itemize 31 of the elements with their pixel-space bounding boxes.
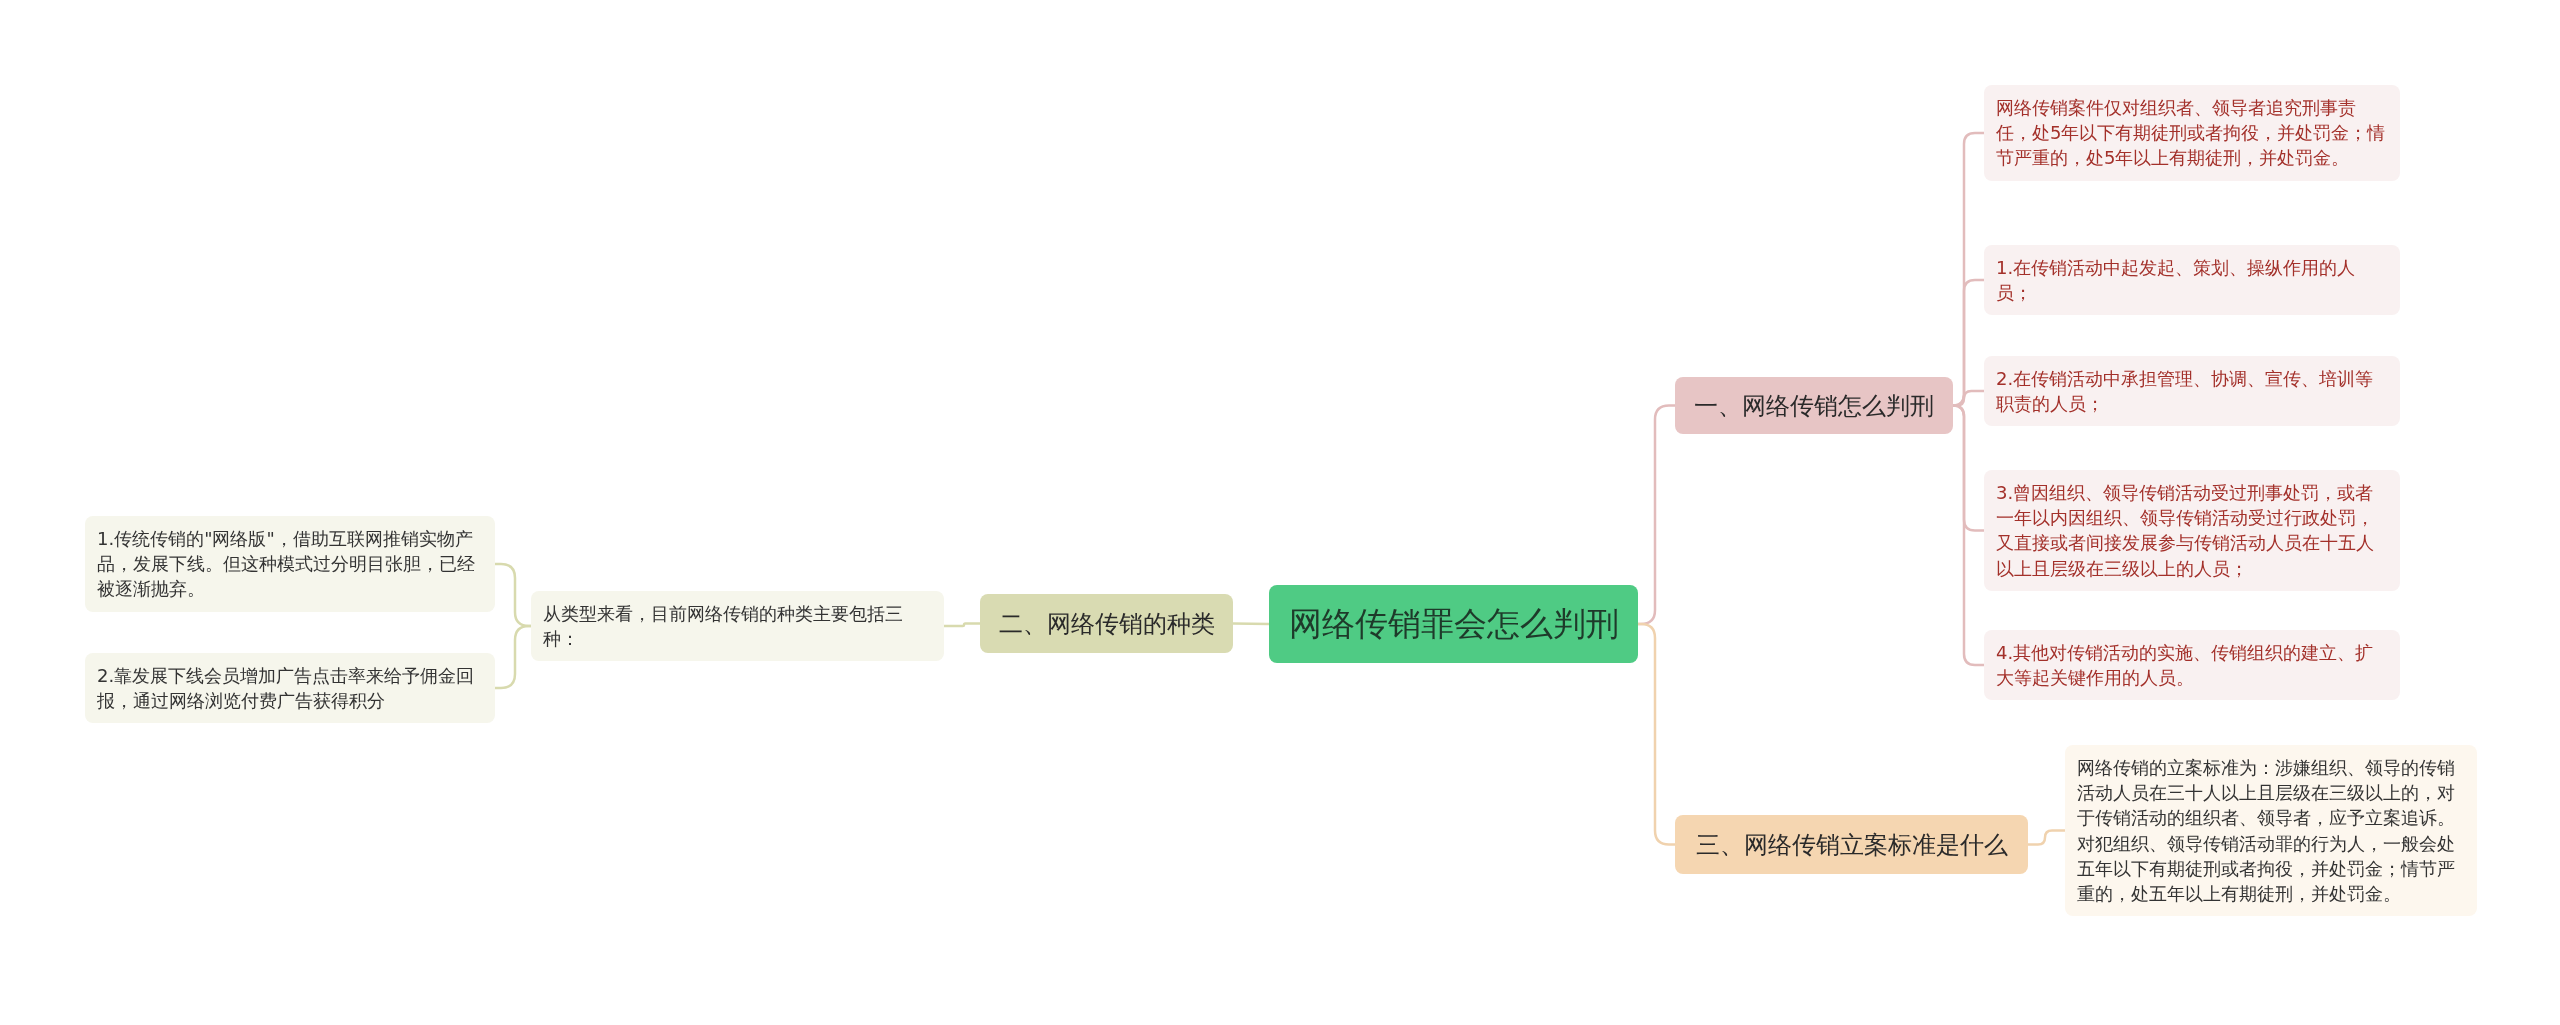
node-text: 网络传销案件仅对组织者、领导者追究刑事责任，处5年以下有期徒刑或者拘役，并处罚金；情节严重的，处5年以上有期徒刑，并处罚金。 (1996, 96, 2387, 171)
node-text: 1.在传销活动中起发起、策划、操纵作用的人员； (1996, 256, 2357, 306)
node-text: 网络传销的立案标准为：涉嫌组织、领导的传销活动人员在三十人以上且层级在三级以上的，对于传销活动的组织者、领导者，应予立案追诉。对犯组织、领导传销活动罪的行为人，一般会处五年以下有期徒刑或者拘役，并处罚金；情节严重的，处五年以上有期徒刑，并处罚金。 (2077, 756, 2456, 906)
node-text: 2.靠发展下线会员增加广告点击率来给予佣金回报，通过网络浏览付费广告获得积分 (97, 664, 476, 714)
subtopic-box (2065, 745, 2477, 917)
node-text: 三、网络传销立案标准是什么 (1695, 829, 2008, 861)
topic-box (1675, 815, 2028, 874)
subtopic-box (1984, 85, 2400, 181)
central-topic-box (1269, 585, 1638, 663)
node-text: 3.曾因组织、领导传销活动受过刑事处罚，或者一年以内因组织、领导传销活动受过行政处罚，又直接或者间接发展参与传销活动人员在十五人以上且层级在三级以上的人员； (1996, 481, 2375, 581)
connector-line (1953, 389, 1984, 407)
connector-line (944, 622, 980, 628)
node-text: 二、网络传销的种类 (998, 608, 1215, 640)
node-text: 2.在传销活动中承担管理、协调、宣传、培训等职责的人员； (1996, 367, 2375, 417)
subtopic-box (531, 591, 944, 662)
subtopic-box (1984, 356, 2400, 427)
subtopic-box (1984, 245, 2400, 316)
node-text: 一、网络传销怎么判刑 (1694, 390, 1934, 422)
connector-line (495, 624, 531, 690)
topic-box (1675, 377, 1953, 434)
subtopic-box (85, 653, 495, 724)
subtopic-box (1984, 470, 2400, 591)
node-text: 网络传销罪会怎么判刑 (1288, 602, 1619, 645)
topic-box (980, 594, 1233, 653)
node-text: 从类型来看，目前网络传销的种类主要包括三种： (543, 602, 904, 652)
node-text: 4.其他对传销活动的实施、传销组织的建立、扩大等起关键作用的人员。 (1996, 641, 2375, 691)
connector-line (1233, 622, 1269, 626)
subtopic-box (85, 516, 495, 612)
connector-line (2028, 829, 2065, 846)
node-text: 1.传统传销的"网络版"，借助互联网推销实物产品，发展下线。但这种模式过分明目张胆，已经被逐渐抛弃。 (97, 527, 476, 602)
subtopic-box (1984, 630, 2400, 701)
